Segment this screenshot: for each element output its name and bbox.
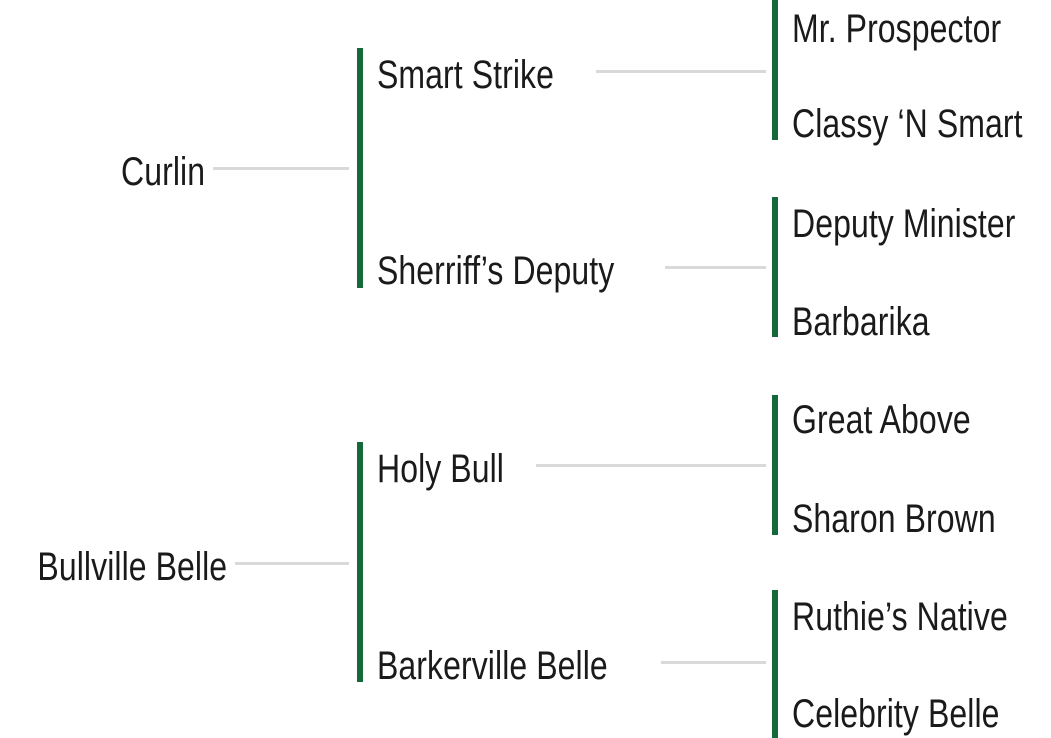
connector-curlin (213, 167, 349, 170)
node-barbarika-label: Barbarika (792, 300, 930, 344)
node-holy-bull[interactable]: Holy Bull (377, 449, 504, 489)
bracket-sherriffs-deputy-offspring (772, 197, 778, 337)
bracket-barkerville-belle-offspring (772, 590, 778, 738)
node-sharon-brown-label: Sharon Brown (792, 497, 996, 541)
bracket-curlin-offspring (357, 48, 363, 288)
node-great-above[interactable]: Great Above (792, 400, 971, 440)
connector-barkerville-belle (661, 661, 766, 664)
connector-smart-strike (596, 70, 766, 73)
connector-holy-bull (536, 464, 766, 467)
node-curlin[interactable]: Curlin (121, 152, 205, 192)
node-celebrity-belle[interactable]: Celebrity Belle (792, 694, 1000, 734)
node-celebrity-belle-label: Celebrity Belle (792, 692, 1000, 736)
node-great-above-label: Great Above (792, 398, 971, 442)
node-sherriffs-deputy[interactable]: Sherriff’s Deputy (377, 251, 614, 291)
node-holy-bull-label: Holy Bull (377, 447, 504, 491)
node-mr-prospector-label: Mr. Prospector (792, 7, 1002, 51)
node-deputy-minister-label: Deputy Minister (792, 202, 1016, 246)
bracket-holy-bull-offspring (772, 395, 778, 535)
connector-bullville-belle (235, 562, 349, 565)
node-sherriffs-deputy-label: Sherriff’s Deputy (377, 249, 615, 293)
node-smart-strike[interactable]: Smart Strike (377, 55, 554, 95)
node-sharon-brown[interactable]: Sharon Brown (792, 499, 996, 539)
node-ruthies-native-label: Ruthie’s Native (792, 595, 1008, 639)
node-barbarika[interactable]: Barbarika (792, 302, 930, 342)
node-bullville-belle[interactable]: Bullville Belle (37, 547, 227, 587)
node-barkerville-belle-label: Barkerville Belle (377, 644, 608, 688)
node-barkerville-belle[interactable]: Barkerville Belle (377, 646, 608, 686)
node-curlin-label: Curlin (120, 150, 205, 194)
bracket-smart-strike-offspring (772, 0, 778, 140)
node-smart-strike-label: Smart Strike (377, 53, 554, 97)
connector-sherriffs-deputy (665, 266, 766, 269)
node-bullville-belle-label: Bullville Belle (37, 545, 227, 589)
bracket-bullville-belle-offspring (357, 442, 363, 682)
node-classy-n-smart-label: Classy ‘N Smart (792, 102, 1023, 146)
node-ruthies-native[interactable]: Ruthie’s Native (792, 597, 1008, 637)
node-classy-n-smart[interactable]: Classy ‘N Smart (792, 104, 1023, 144)
node-mr-prospector[interactable]: Mr. Prospector (792, 9, 1001, 49)
node-deputy-minister[interactable]: Deputy Minister (792, 204, 1016, 244)
